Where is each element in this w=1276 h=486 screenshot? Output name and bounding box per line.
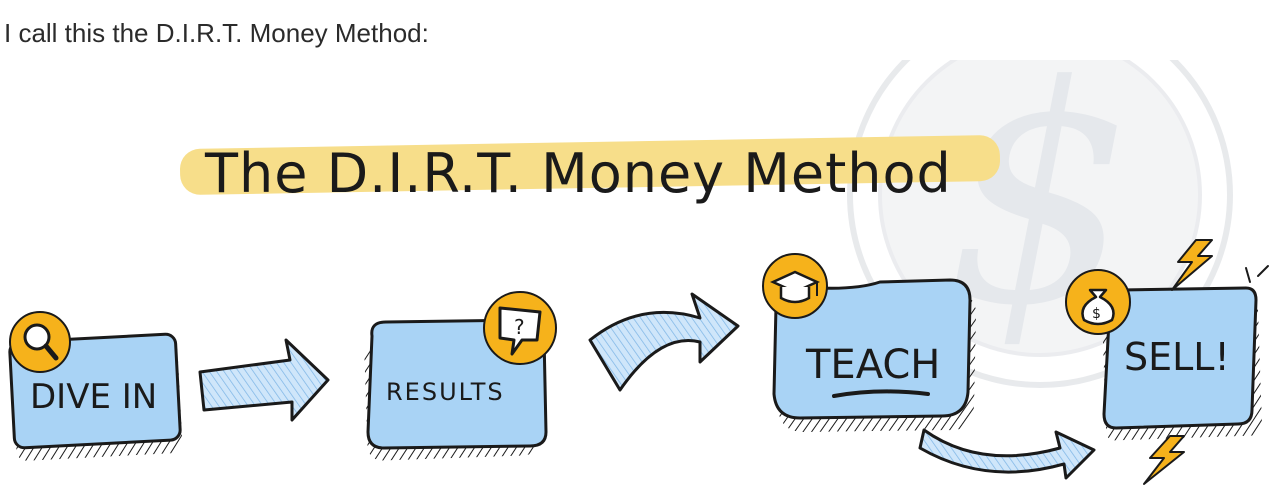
step-label-results: RESULTS xyxy=(386,378,505,406)
step-results: RESULTS ? xyxy=(364,291,557,461)
speech-bubble-question-icon: ? xyxy=(498,306,542,356)
magnifying-glass-icon xyxy=(23,323,59,361)
dirt-method-illustration: $ The D.I.R.T. Money Method DIVE IN RESU… xyxy=(8,60,1269,485)
arrow-curved-up xyxy=(588,292,740,392)
lightning-bolt-icon xyxy=(1143,435,1185,485)
step-label-sell: SELL! xyxy=(1124,335,1230,379)
step-sell: SELL! $ xyxy=(1065,239,1269,485)
arrow-right-1 xyxy=(198,338,330,422)
dollar-sign: $ xyxy=(1092,306,1101,322)
illustration-title: The D.I.R.T. Money Method xyxy=(204,142,952,205)
step-dive-in: DIVE IN xyxy=(8,311,183,461)
step-label-teach: TEACH xyxy=(805,342,940,388)
lightning-bolt-icon xyxy=(1171,239,1213,291)
sparkle-lines xyxy=(1245,265,1269,283)
step-teach: TEACH xyxy=(762,253,976,432)
title-highlight xyxy=(180,135,1000,195)
money-bag-icon: $ xyxy=(1081,288,1115,326)
arrow-curved-right xyxy=(918,428,1096,480)
step-label-dive-in: DIVE IN xyxy=(30,377,157,417)
graduation-cap-icon xyxy=(769,270,821,304)
intro-text: I call this the D.I.R.T. Money Method: xyxy=(4,18,429,48)
question-mark: ? xyxy=(514,315,525,339)
